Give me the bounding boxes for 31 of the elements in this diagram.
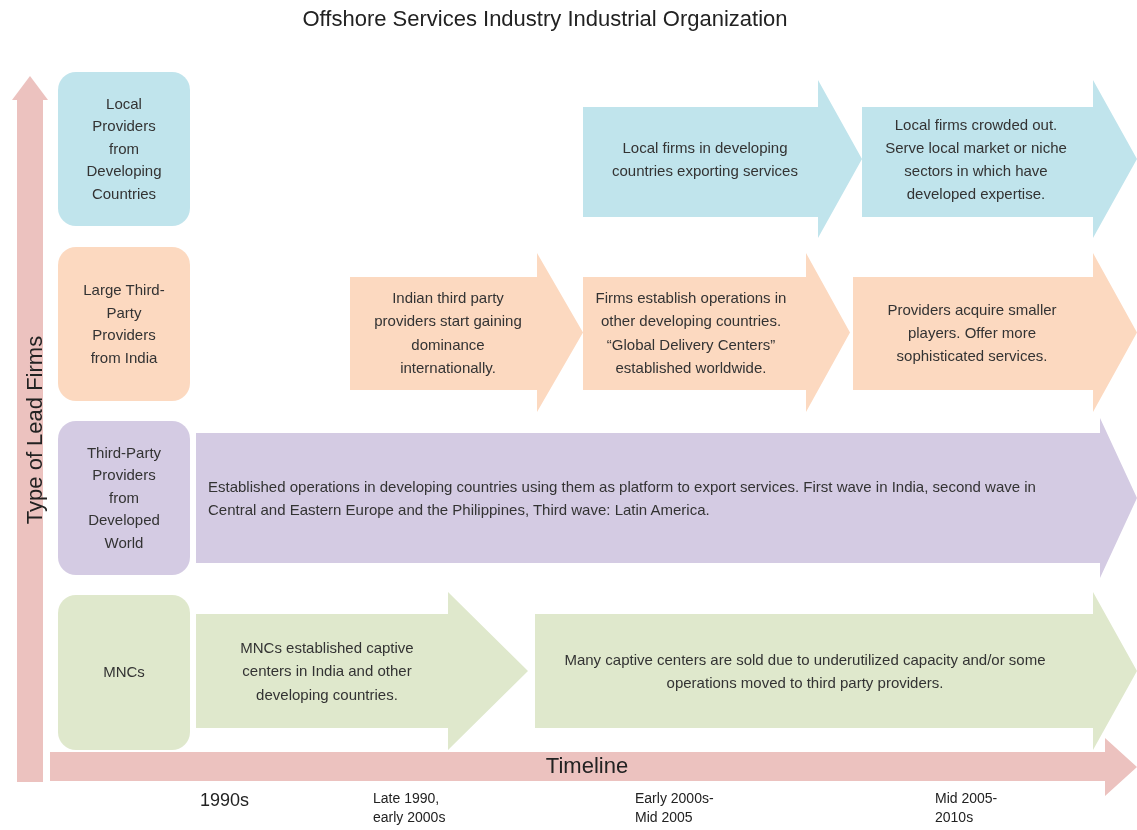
category-box <box>58 421 190 575</box>
arrow-text: MNCs established captive centers in India and other developing countries. <box>239 638 415 705</box>
axis-title: Type of Lead Firms <box>22 335 48 525</box>
arrow-text: Many captive centers are sold due to underutilized capacity and/or some operations moved to third party providers. <box>563 649 1047 693</box>
arrow-text: Local firms crowded out. Serve local market or niche sectors in which have developed expertise. <box>884 114 1068 205</box>
arrow-text: Established operations in developing countries using them as platform to export services. First wave in India, second wave in Central and Eastern Europe and the Philippines, Third wave: Latin America. <box>208 476 1037 520</box>
arrow-text: Local firms in developing countries exporting services <box>611 137 799 181</box>
category-label: MNCs <box>103 662 145 683</box>
category-label: Local Providers from Developing Countries <box>85 93 163 204</box>
stage-banner <box>535 592 1137 750</box>
arrow-text: Providers acquire smaller players. Offer more sophisticated services. <box>886 299 1058 367</box>
stage-banner <box>853 253 1137 412</box>
category-box <box>58 247 190 401</box>
category-label: Third-Party Providers from Developed World <box>85 442 163 553</box>
timeline-period: Late 1990, early 2000s <box>373 789 447 827</box>
timeline-period: Early 2000s- Mid 2005 <box>635 789 715 827</box>
category-label: Large Third-Party Providers from India <box>82 280 166 368</box>
stage-banner <box>583 80 862 238</box>
arrow-text: Firms establish operations in other developing countries. “Global Delivery Centers” established worldwide. <box>594 288 788 378</box>
arrow-text: Indian third party providers start gaining dominance internationally. <box>373 288 523 378</box>
stage-banner <box>196 592 528 750</box>
axis-title: Timeline <box>545 753 629 779</box>
timeline-period: 1990s <box>200 789 250 812</box>
stage-banner <box>583 253 850 412</box>
stage-banner <box>350 253 583 412</box>
diagram-title: Offshore Services Industry Industrial Organization <box>301 6 789 32</box>
stage-banner <box>862 80 1137 238</box>
category-box <box>58 72 190 226</box>
stage-banner <box>196 418 1137 578</box>
category-box <box>58 595 190 750</box>
timeline-period: Mid 2005- 2010s <box>935 789 999 827</box>
